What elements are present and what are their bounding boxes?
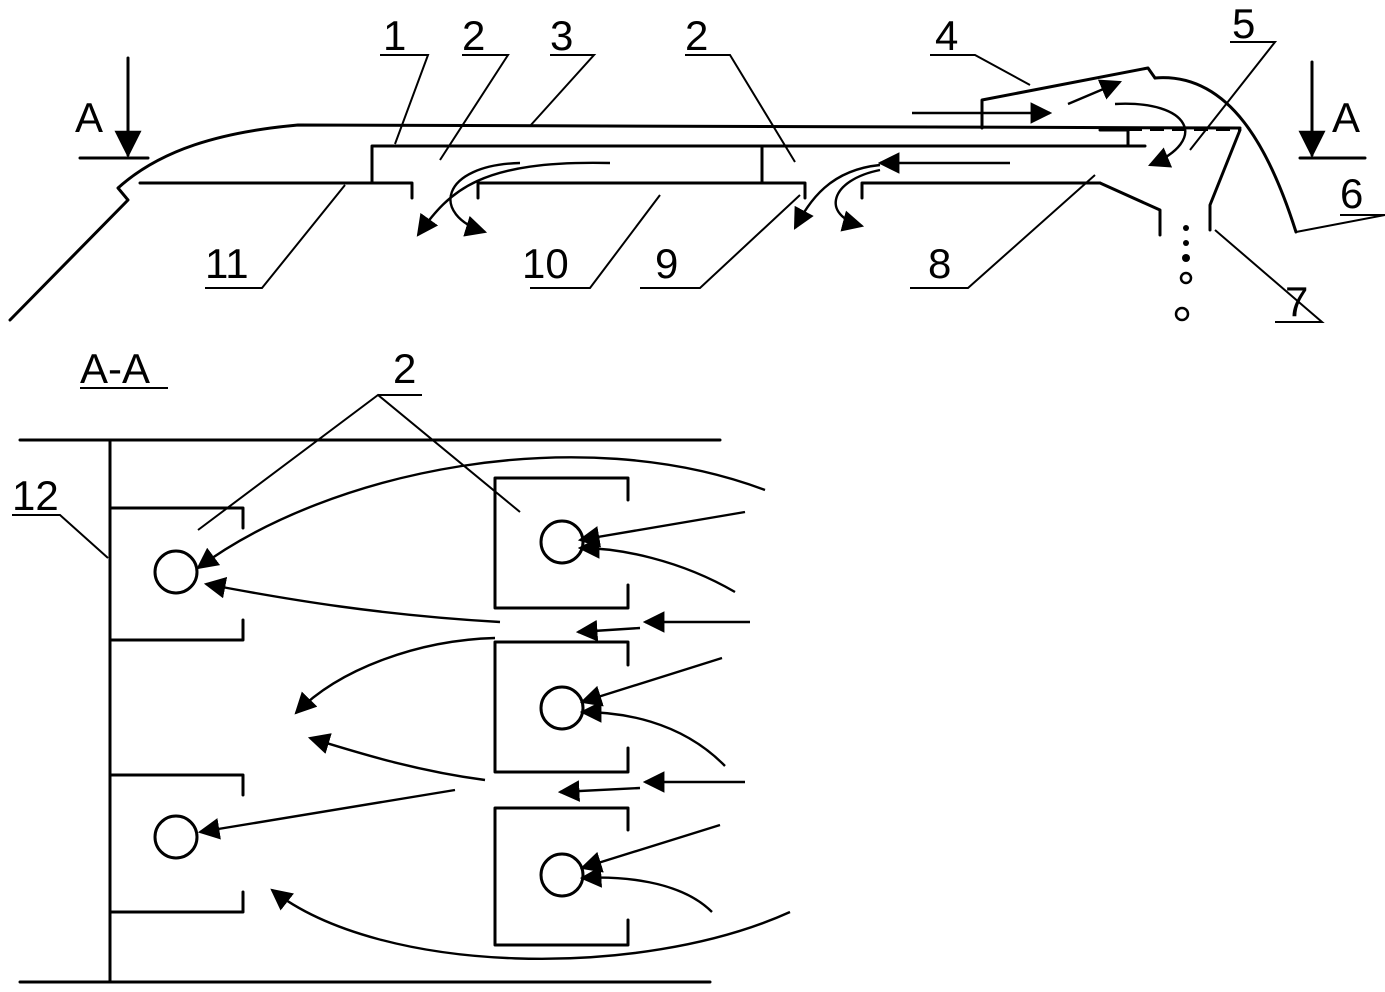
right-box-3 [493, 806, 630, 947]
leader-5 [1189, 41, 1278, 151]
flow-arrow-down-right2 [834, 168, 881, 232]
drop [1183, 240, 1189, 246]
leader-12 [12, 514, 109, 559]
leader-11 [205, 184, 346, 289]
plan-flow [579, 866, 713, 913]
leader-9 [640, 194, 801, 289]
plan-flow [270, 888, 791, 961]
plan-flow [575, 619, 641, 642]
opening-left-1 [153, 549, 199, 595]
callout-8: 8 [928, 240, 951, 287]
leader-4 [930, 54, 1031, 86]
callout-11: 11 [205, 240, 249, 287]
callout-2-plan: 2 [393, 345, 416, 392]
leader-2b [685, 54, 796, 163]
section-marker-right: A [1332, 94, 1360, 141]
plan-flow [557, 780, 641, 802]
drain-wall [1098, 181, 1162, 237]
side-elevation: A A 1 2 3 2 4 5 6 7 8 9 10 11 [8, 0, 1385, 325]
plan-flow [577, 537, 736, 594]
callout-2a: 2 [462, 12, 485, 59]
leader-2-plan [197, 393, 521, 531]
air-scoop [980, 66, 1157, 130]
plan-flow [579, 823, 721, 873]
callout-4: 4 [935, 12, 958, 59]
drop [1174, 306, 1190, 322]
section-title: A-A [80, 345, 150, 392]
right-box-1 [493, 476, 630, 610]
roof-outline [8, 123, 1242, 322]
flow-arrow-turn [1114, 102, 1187, 168]
hood-deflector [1153, 76, 1298, 234]
callout-10: 10 [522, 240, 569, 287]
callout-9: 9 [655, 240, 678, 287]
drop [1182, 254, 1190, 262]
plan-flow [196, 456, 766, 570]
callout-12: 12 [12, 472, 59, 519]
callout-5: 5 [1232, 0, 1255, 47]
leader-10 [530, 194, 661, 289]
leader-8 [910, 174, 1096, 289]
section-plan: A-A [12, 345, 791, 984]
leader-7 [1214, 229, 1325, 323]
air-duct [370, 128, 1130, 185]
callout-6: 6 [1340, 170, 1363, 217]
plan-flow [307, 733, 486, 782]
leader-2a [439, 54, 510, 161]
opening-left-2 [153, 814, 199, 860]
plan-flow [294, 636, 496, 715]
flow-arrow-down-left2 [793, 163, 881, 230]
plan-flow [579, 701, 726, 767]
plan-flow [579, 656, 723, 707]
leader-6 [1295, 214, 1385, 233]
plan-flow [203, 577, 501, 624]
callout-3: 3 [550, 12, 573, 59]
flow-arrow-up [1067, 79, 1122, 106]
callout-2b: 2 [685, 12, 708, 59]
drop [1183, 225, 1189, 231]
flow-arrow-down-right1 [449, 161, 521, 237]
right-box-2 [493, 640, 630, 774]
opening-right-2 [539, 685, 585, 731]
callout-1: 1 [383, 12, 406, 59]
drain-tube [1208, 128, 1242, 232]
callout-7: 7 [1285, 278, 1308, 325]
section-marker-left: A [75, 94, 103, 141]
plan-flow [197, 788, 456, 840]
leader-1 [380, 54, 430, 145]
opening-right-1 [539, 519, 585, 565]
left-box-1 [108, 506, 245, 642]
leader-3 [529, 54, 597, 127]
left-box-2 [108, 773, 245, 914]
flow-arrow-down-left1 [416, 161, 611, 237]
ceiling-line [138, 181, 1102, 200]
plan-flow [577, 510, 746, 548]
opening-right-3 [539, 852, 585, 898]
drop [1179, 271, 1193, 285]
